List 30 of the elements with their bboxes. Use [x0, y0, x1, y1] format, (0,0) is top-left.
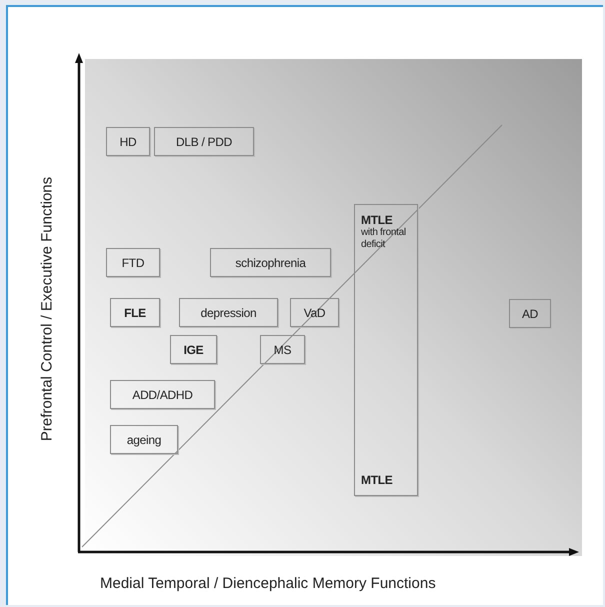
- box-label: IGE: [184, 342, 204, 356]
- box-label: ADD/ADHD: [132, 388, 193, 402]
- diagnosis-box: [106, 127, 150, 156]
- box-label: schizophrenia: [235, 256, 306, 270]
- diagnosis-box: [154, 127, 254, 156]
- diagnosis-box: [106, 248, 160, 277]
- diagnosis-box: [110, 298, 160, 327]
- box-label: MTLE: [361, 213, 392, 227]
- diagnosis-box: [110, 380, 215, 409]
- diagnosis-box: [290, 298, 339, 327]
- box-label: VaD: [304, 306, 326, 320]
- diagnosis-box: [354, 204, 418, 496]
- diagnosis-box: [179, 298, 278, 327]
- box-subtitle: with frontal deficit: [361, 227, 407, 251]
- diagnosis-box: [110, 425, 178, 454]
- diagnosis-box: [260, 335, 305, 364]
- box-label: FLE: [124, 306, 146, 320]
- box-label: HD: [120, 134, 136, 148]
- box-label: DLB / PDD: [176, 134, 232, 148]
- box-label: ageing: [126, 432, 162, 446]
- box-label: MS: [274, 342, 292, 356]
- y-axis-title: Prefrontal Control / Executive Functions: [38, 176, 56, 442]
- box-label: FTD: [122, 256, 144, 270]
- diagnosis-box: [170, 335, 217, 364]
- diagnosis-box: [210, 248, 331, 277]
- box-label: AD: [522, 306, 538, 320]
- box-label: depression: [200, 306, 256, 320]
- x-axis-title: Medial Temporal / Diencephalic Memory Functions: [100, 575, 436, 592]
- box-label: MTLE: [361, 473, 392, 487]
- diagnosis-box: [509, 299, 551, 328]
